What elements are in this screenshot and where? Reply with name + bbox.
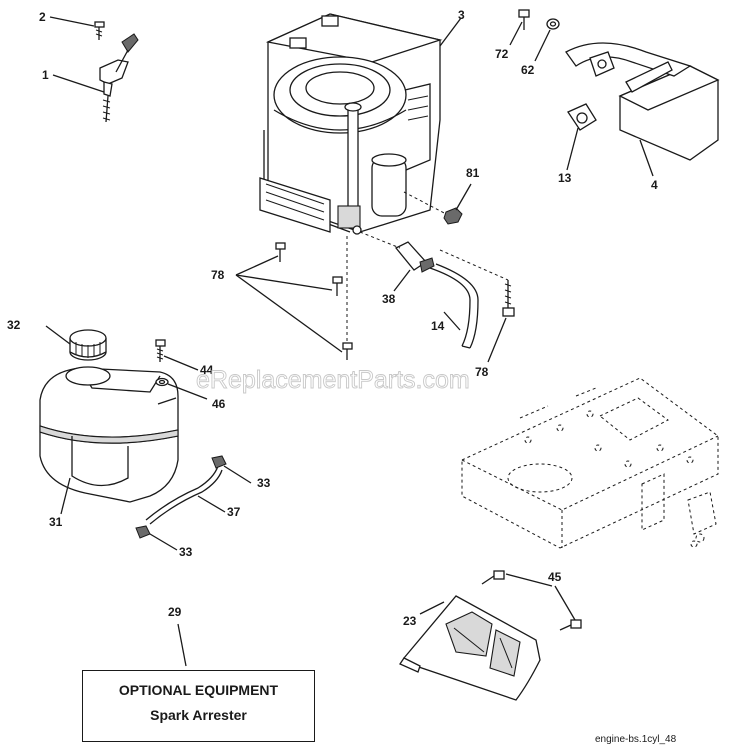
callout-81: 81: [466, 166, 480, 180]
bolt-78-d: [439, 249, 515, 317]
callout-33-b: 33: [179, 545, 193, 559]
bolt-78-b: [332, 276, 343, 296]
callout-78-a: 78: [211, 268, 225, 282]
fuel-hose-part: [429, 263, 479, 349]
callout-32: 32: [7, 318, 21, 332]
bolt-78-c: [342, 236, 353, 360]
callout-78-b: 78: [475, 365, 489, 379]
callout-29: 29: [168, 605, 182, 619]
washer-46-part: [155, 377, 169, 387]
engine-part: [259, 13, 443, 235]
optional-equipment-title: OPTIONAL EQUIPMENT: [118, 682, 279, 698]
callout-72: 72: [495, 47, 509, 61]
nut-81-part: [403, 191, 463, 225]
clamp-33-b: [135, 525, 151, 539]
fuel-cap-part: [69, 329, 107, 361]
diagram-reference: engine-bs.1cyl_48: [595, 734, 677, 745]
bolt-78-a: [275, 242, 286, 262]
throttle-control-part: [99, 33, 139, 123]
screw-45-a: [481, 570, 505, 585]
callout-14: 14: [431, 319, 445, 333]
muffler-part: [565, 42, 720, 161]
clamp-33-a: [211, 455, 227, 469]
bolt-72-part: [518, 9, 530, 30]
callout-3: 3: [458, 8, 465, 22]
callout-38: 38: [382, 292, 396, 306]
callout-31: 31: [49, 515, 63, 529]
watermark: eReplacementParts.com: [196, 366, 470, 394]
callout-23: 23: [403, 614, 417, 628]
fuel-filter-part: [359, 231, 435, 273]
callout-44: 44: [200, 363, 214, 377]
callout-45: 45: [548, 570, 562, 584]
callout-33-a: 33: [257, 476, 271, 490]
callout-13: 13: [558, 171, 572, 185]
screw-2-part: [94, 21, 105, 40]
callout-1: 1: [42, 68, 49, 82]
callout-46: 46: [212, 397, 226, 411]
callout-62: 62: [521, 63, 535, 77]
fuel-line-part: [145, 465, 223, 525]
fuel-tank-part: [39, 366, 179, 503]
callout-2: 2: [39, 10, 46, 24]
optional-equipment-box: OPTIONAL EQUIPMENT Spark Arrester: [82, 670, 315, 742]
callout-4: 4: [651, 178, 658, 192]
screw-45-b: [559, 619, 582, 631]
spark-arrester-label: Spark Arrester: [150, 707, 247, 723]
gasket-part: [567, 103, 597, 131]
leader-lines: [45, 16, 654, 667]
screw-44-part: [155, 339, 166, 362]
callout-37: 37: [227, 505, 241, 519]
tractor-frame-part: [461, 377, 719, 549]
nut-62-part: [546, 18, 560, 30]
heat-shield-part: [399, 595, 541, 701]
